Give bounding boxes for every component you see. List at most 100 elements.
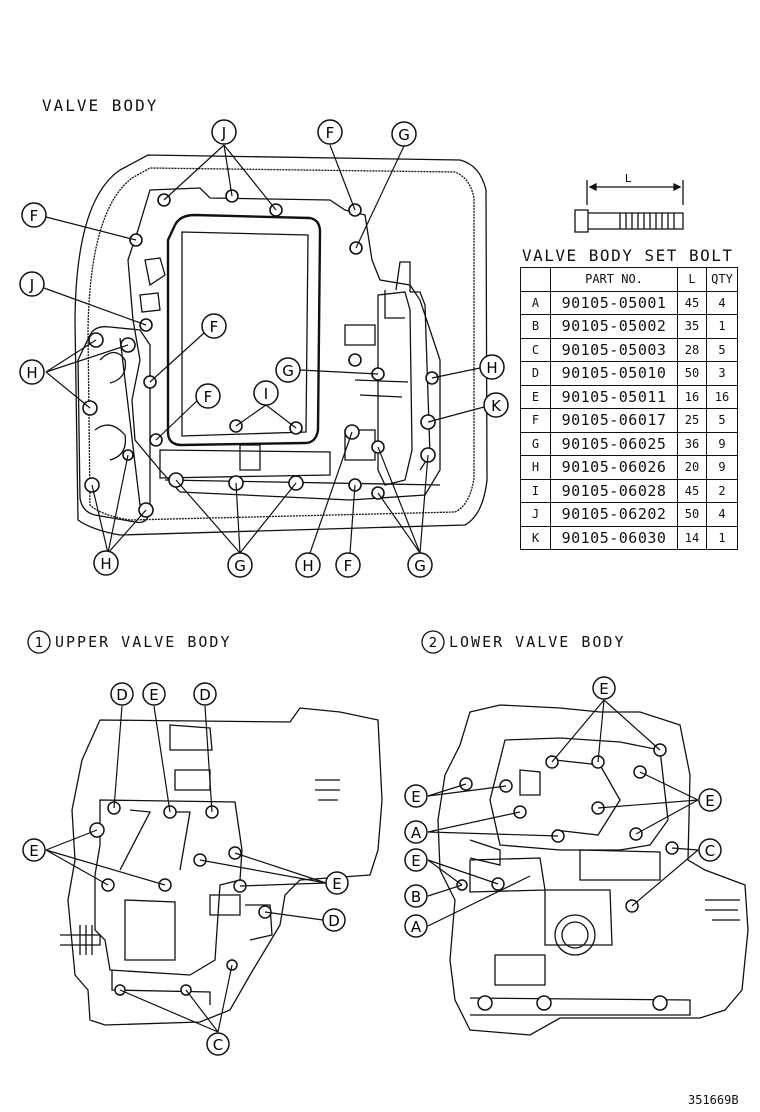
header-part-no: PART NO. [550,267,678,292]
part-number: 90105-05011 [550,384,678,409]
upper-section-marker: 1 [27,630,51,654]
lower-section-marker: 2 [421,630,445,654]
callout-label: F [326,124,335,142]
callout-g-bottom-right: G [407,552,433,578]
part-number: 90105-05001 [550,290,678,315]
quantity: 16 [706,384,738,409]
row-key: G [520,431,551,456]
row-key: E [520,384,551,409]
quantity: 1 [706,525,738,550]
part-number: 90105-06025 [550,431,678,456]
upper-section-number: 1 [35,636,43,651]
quantity: 9 [706,431,738,456]
row-key: A [520,290,551,315]
callout-label: D [328,912,340,930]
callout-label: H [26,364,37,382]
bolt-table-header: PART NO. L QTY [520,267,738,292]
callout-d1: D [110,682,134,706]
bolt-length: 45 [677,478,707,503]
callout-j-left: J [19,271,45,297]
callout-label: F [210,318,219,336]
part-number: 90105-06017 [550,408,678,433]
bolt-length: 50 [677,361,707,386]
callout-label: C [213,1036,223,1054]
bolt-length-label: L [625,172,632,185]
callout-f-mid: F [201,313,227,339]
figure-id: 351669B [688,1093,739,1107]
callout-label: H [302,557,313,575]
quantity: 4 [706,502,738,527]
callout-label: A [411,824,422,842]
callout-k-right: K [483,392,509,418]
callout-label: E [29,842,38,860]
quantity: 9 [706,455,738,480]
callout-label: E [332,875,341,893]
bolt-length: 16 [677,384,707,409]
bolt-illustration [574,180,684,233]
bolt-length: 36 [677,431,707,456]
bolt-table-title: VALVE BODY SET BOLT [522,246,734,265]
callout-e-left1: E [404,784,428,808]
main-callouts: J F G F J F H G H K F I G H F G H [19,119,509,578]
callout-label: A [411,918,422,936]
upper-valve-body-drawing [60,707,383,1026]
callout-h-right: H [479,354,505,380]
callout-label: E [411,852,420,870]
callout-label: G [282,362,294,380]
row-key: C [520,337,551,362]
upper-bolt-holes [89,801,272,996]
callout-f-top: F [317,119,343,145]
callout-label: F [204,388,213,406]
row-key: F [520,408,551,433]
callout-label: J [29,276,34,294]
callout-h-bottom-left: H [93,550,119,576]
callout-c-lower: C [698,838,722,862]
row-key: B [520,314,551,339]
part-number: 90105-05003 [550,337,678,362]
callout-g-bottom: G [227,552,253,578]
part-number: 90105-06028 [550,478,678,503]
part-number: 90105-06202 [550,502,678,527]
callout-g-mid: G [275,357,301,383]
callout-label: H [486,359,497,377]
callout-label: E [411,788,420,806]
bolt-length: 45 [677,290,707,315]
callout-label: C [705,842,715,860]
callout-label: F [344,557,353,575]
callout-label: B [411,888,421,906]
callout-c-upper: C [206,1032,230,1056]
callout-label: F [30,207,39,225]
quantity: 4 [706,290,738,315]
callout-h-left: H [19,359,45,385]
quantity: 5 [706,408,738,433]
lower-valve-body-drawing [437,704,749,1036]
callout-e-right1: E [698,788,722,812]
callout-d3: D [322,908,346,932]
row-key: I [520,478,551,503]
callout-label: J [221,124,226,142]
callout-label: E [149,686,158,704]
header-qty: QTY [706,267,738,292]
bolt-length: 28 [677,337,707,362]
callout-i: I [253,380,279,406]
upper-leader-lines [45,705,327,1033]
lower-leader-lines [427,699,699,927]
diagram-title: VALVE BODY [42,96,159,115]
row-key: K [520,525,551,550]
header-length: L [677,267,707,292]
quantity: 2 [706,478,738,503]
upper-valve-body-label: UPPER VALVE BODY [55,633,232,651]
bolt-length: 35 [677,314,707,339]
